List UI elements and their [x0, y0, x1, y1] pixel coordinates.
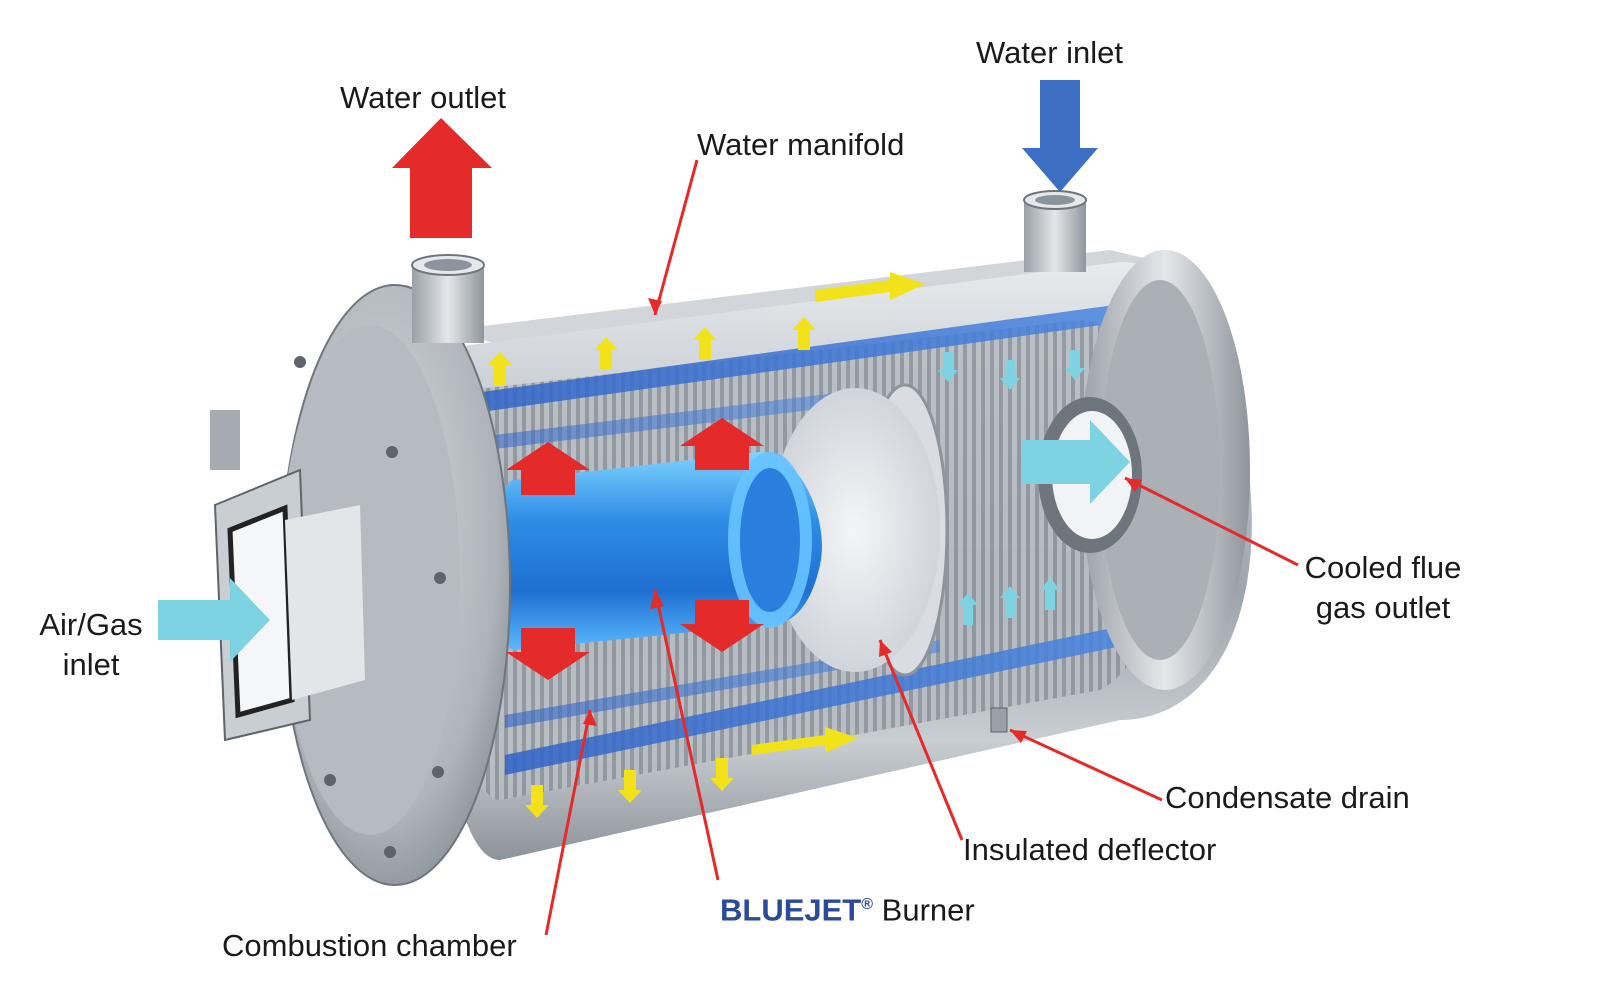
air-gas-inlet-label: Air/Gas inlet [28, 605, 154, 685]
water-outlet-nozzle [411, 254, 485, 343]
burner-word: Burner [881, 892, 975, 928]
flue-gas-arrow-icon [1022, 420, 1130, 504]
leader-lines [544, 159, 1299, 936]
cooled-flue-line1: Cooled flue [1304, 550, 1462, 585]
front-flange [210, 284, 511, 886]
water-flow-arrows [488, 272, 925, 818]
insulated-deflector-label: Insulated deflector [963, 832, 1217, 867]
air-gas-line1: Air/Gas [39, 607, 143, 642]
heat-arrows [506, 418, 764, 680]
leader-cooled-flue [1124, 476, 1299, 567]
condensate-drain-stub [990, 707, 1008, 733]
leader-deflector [878, 639, 964, 841]
flue-flow-arrows [938, 350, 1085, 625]
leader-burner [653, 589, 720, 881]
leader-arrowheads [583, 298, 1142, 743]
leader-water-manifold [653, 159, 699, 316]
leader-condensate [1009, 728, 1163, 802]
water-outlet-arrow-icon [392, 118, 492, 238]
combustion-chamber-label: Combustion chamber [222, 928, 517, 963]
air-gas-inlet-arrow-icon [158, 578, 270, 662]
condensate-drain-label: Condensate drain [1165, 780, 1410, 815]
water-inlet-label: Water inlet [976, 35, 1124, 70]
water-inlet-arrow-icon [1022, 80, 1098, 192]
burner-label: BLUEJET® Burner [720, 885, 975, 930]
cooled-flue-line2: gas outlet [1315, 590, 1451, 625]
cooled-flue-label: Cooled flue gas outlet [1288, 548, 1478, 628]
registered-mark: ® [861, 896, 874, 913]
insulated-deflector-part [770, 383, 949, 677]
water-outlet-label: Water outlet [340, 80, 506, 115]
leader-combustion [544, 709, 592, 936]
water-manifold-label: Water manifold [697, 127, 905, 162]
air-gas-line2: inlet [62, 647, 120, 682]
burner-brand-logo: BLUEJET [720, 892, 862, 928]
water-inlet-nozzle [1023, 190, 1087, 272]
